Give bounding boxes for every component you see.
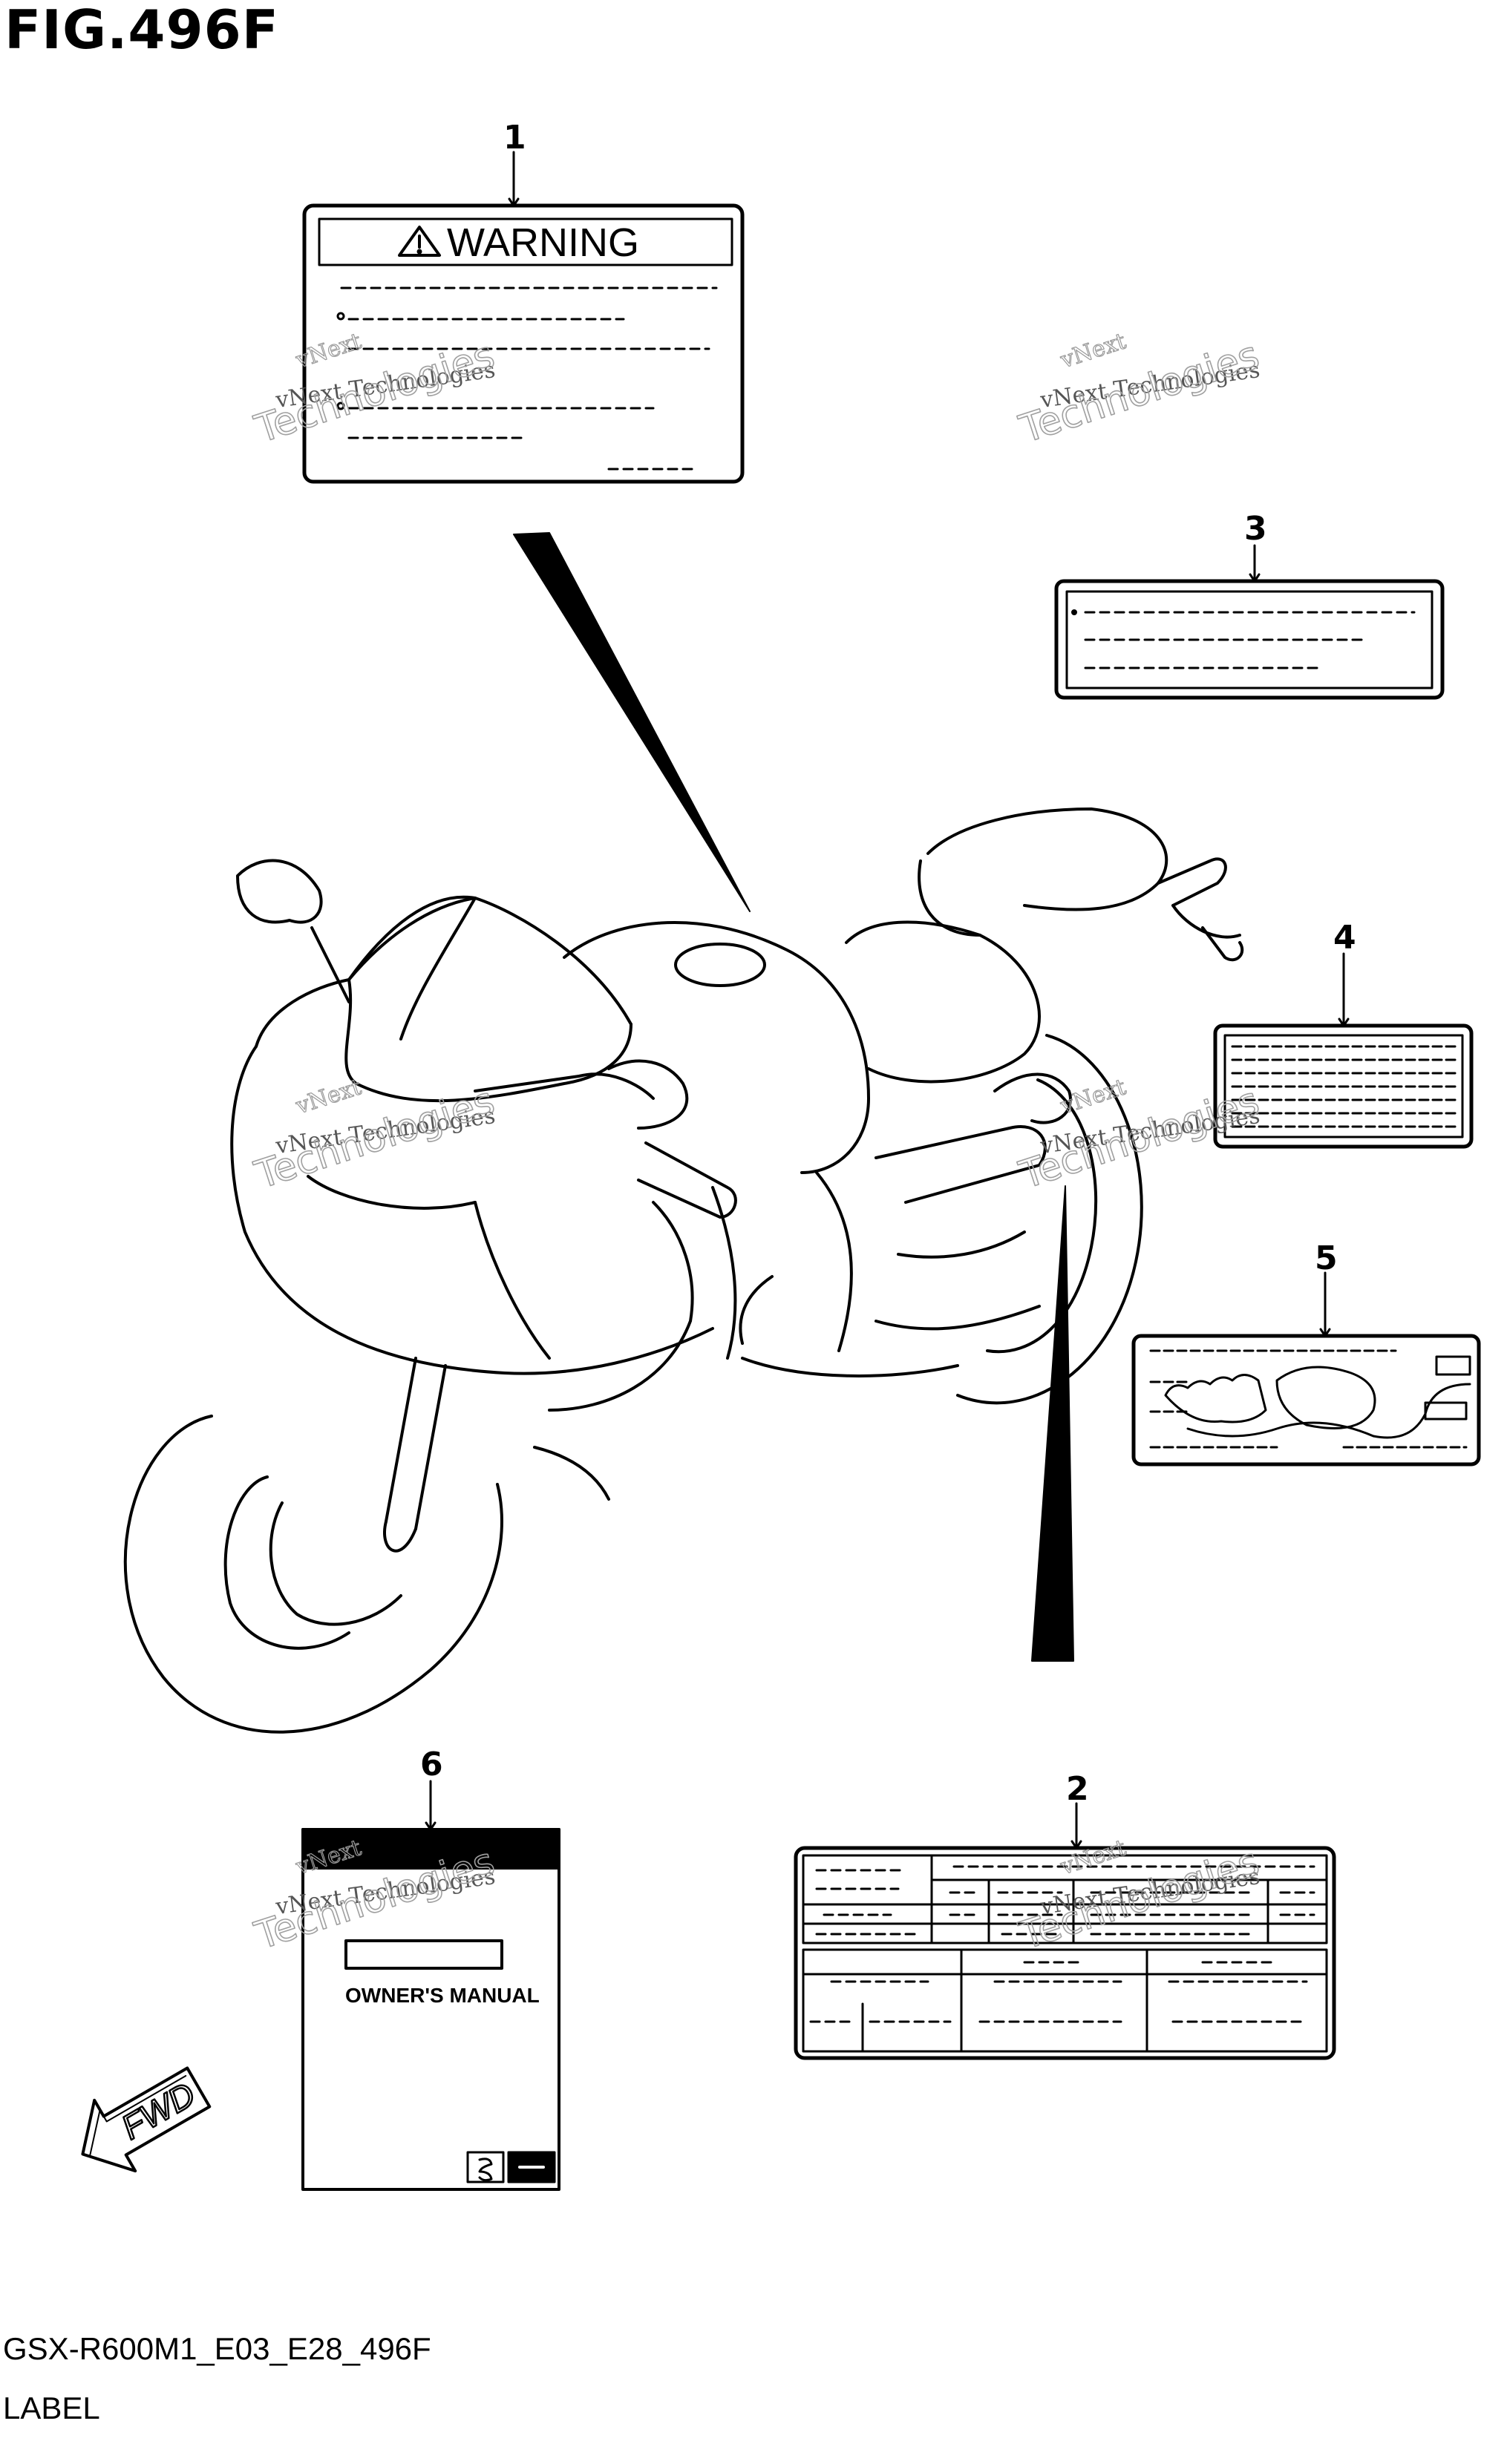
fwd-direction-arrow-icon: FWD — [81, 2066, 212, 2173]
svg-text:vNext: vNext — [1057, 328, 1129, 373]
label-6-owners-manual[interactable]: OWNER'S MANUAL — [301, 1828, 560, 2191]
warning-triangle-icon — [398, 226, 441, 257]
label-3[interactable] — [1054, 579, 1445, 700]
callout-numbers: 1 2 3 4 5 6 — [420, 119, 1356, 1808]
pointer-wedge-label-2 — [1031, 1185, 1074, 1662]
pointer-wedge-label-1 — [513, 532, 751, 912]
owners-manual-title: OWNER'S MANUAL — [345, 1984, 540, 2007]
suzuki-logo-icon — [466, 2151, 556, 2183]
figure-title: FIG.496F — [4, 0, 279, 61]
callout-5: 5 — [1315, 1239, 1338, 1277]
svg-text:vNext: vNext — [1057, 1074, 1129, 1119]
warning-heading: WARNING — [447, 220, 639, 265]
callout-4: 4 — [1333, 919, 1356, 957]
callout-1: 1 — [503, 119, 526, 157]
svg-text:vNext: vNext — [1057, 1835, 1129, 1880]
svg-text:vNext: vNext — [292, 1074, 365, 1119]
callout-3: 3 — [1244, 510, 1267, 548]
watermark-group: vNext vNext Technologies Technologies vN… — [249, 328, 1265, 1959]
callout-2: 2 — [1066, 1770, 1089, 1808]
figure-code: GSX-R600M1_E03_E28_496F — [3, 2331, 431, 2366]
leader-lines — [425, 151, 1350, 1849]
callout-6: 6 — [420, 1746, 443, 1783]
figure-name: LABEL — [3, 2391, 100, 2425]
motorcycle-drawing — [123, 807, 1244, 1734]
label-2-specification-table[interactable] — [794, 1846, 1336, 2060]
label-5-hose-routing[interactable] — [1131, 1334, 1481, 1467]
label-4[interactable] — [1213, 1023, 1474, 1149]
label-1-warning[interactable]: WARNING — [302, 203, 745, 484]
